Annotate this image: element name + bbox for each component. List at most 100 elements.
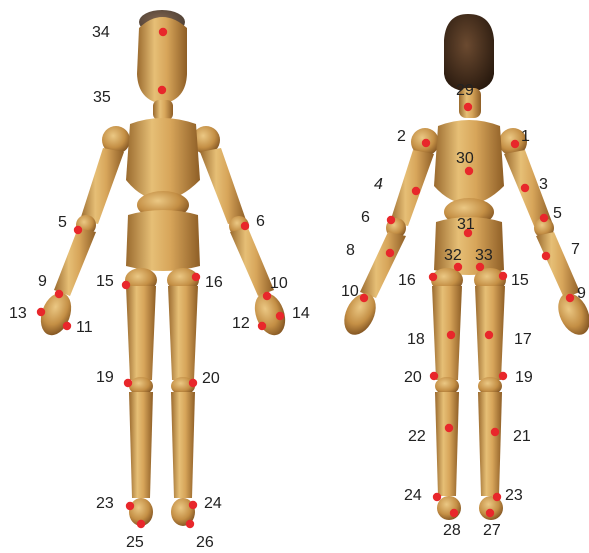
marker-label-16: 16: [205, 274, 223, 291]
marker-label-31: 31: [457, 216, 475, 233]
marker-dot-19: [499, 372, 507, 380]
marker-dot-6: [241, 222, 249, 230]
marker-dot-24: [433, 493, 441, 501]
marker-label-21: 21: [513, 428, 531, 445]
marker-label-27: 27: [483, 522, 501, 539]
front-chest: [126, 118, 200, 200]
marker-label-5: 5: [553, 205, 562, 222]
marker-dot-2: [422, 139, 430, 147]
marker-dot-9: [566, 294, 574, 302]
marker-dot-4: [412, 187, 420, 195]
marker-label-3: 3: [539, 176, 548, 193]
marker-label-5: 5: [58, 214, 67, 231]
marker-label-30: 30: [456, 150, 474, 167]
back-thigh-right: [432, 286, 462, 380]
marker-dot-26: [186, 520, 194, 528]
marker-dot-10: [360, 294, 368, 302]
front-thigh-left: [168, 286, 198, 380]
back-shin-left: [478, 392, 502, 496]
marker-dot-34: [159, 28, 167, 36]
marker-label-6: 6: [361, 209, 370, 226]
marker-label-35: 35: [93, 89, 111, 106]
marker-dot-28: [450, 509, 458, 517]
marker-dot-5: [74, 226, 82, 234]
marker-dot-15: [122, 281, 130, 289]
marker-label-33: 33: [475, 247, 493, 264]
marker-dot-32: [454, 263, 462, 271]
marker-dot-5: [540, 214, 548, 222]
marker-dot-33: [476, 263, 484, 271]
marker-label-22: 22: [408, 428, 426, 445]
marker-label-29: 29: [456, 82, 474, 99]
marker-label-19: 19: [515, 369, 533, 386]
marker-dot-17: [485, 331, 493, 339]
front-shin-right: [129, 392, 153, 498]
marker-dot-7: [542, 252, 550, 260]
front-pelvis: [126, 210, 200, 271]
marker-label-14: 14: [292, 305, 310, 322]
marker-label-26: 26: [196, 534, 214, 551]
back-hair: [444, 14, 494, 92]
marker-dot-35: [158, 86, 166, 94]
marker-dot-29: [464, 103, 472, 111]
marker-dot-23: [126, 502, 134, 510]
front-shin-left: [171, 392, 195, 498]
marker-dot-22: [445, 424, 453, 432]
marker-label-28: 28: [443, 522, 461, 539]
marker-dot-14: [276, 312, 284, 320]
marker-dot-11: [63, 322, 71, 330]
marker-dot-27: [486, 509, 494, 517]
marker-dot-8: [386, 249, 394, 257]
marker-dot-23: [493, 493, 501, 501]
marker-dot-20: [189, 379, 197, 387]
marker-label-32: 32: [444, 247, 462, 264]
marker-label-24: 24: [204, 495, 222, 512]
back-upper-arm-right: [390, 150, 434, 226]
marker-dot-16: [429, 273, 437, 281]
marker-dot-1: [511, 140, 519, 148]
marker-label-17: 17: [514, 331, 532, 348]
marker-label-15: 15: [96, 273, 114, 290]
marker-label-15: 15: [511, 272, 529, 289]
marker-dot-21: [491, 428, 499, 436]
marker-dot-25: [137, 520, 145, 528]
marker-dot-24: [189, 501, 197, 509]
front-neck: [153, 100, 173, 120]
marker-label-18: 18: [407, 331, 425, 348]
marker-label-7: 7: [571, 241, 580, 258]
marker-label-24: 24: [404, 487, 422, 504]
marker-label-19: 19: [96, 369, 114, 386]
marker-label-23: 23: [96, 495, 114, 512]
marker-dot-15: [499, 272, 507, 280]
marker-label-9: 9: [577, 285, 586, 302]
marker-label-2: 2: [397, 128, 406, 145]
back-shin-right: [435, 392, 459, 496]
front-forearm-left: [230, 228, 274, 296]
marker-label-34: 34: [92, 24, 110, 41]
marker-dot-16: [192, 273, 200, 281]
marker-dot-3: [521, 184, 529, 192]
marker-label-20: 20: [202, 370, 220, 387]
front-thigh-right: [126, 286, 156, 380]
front-forearm-right: [54, 228, 96, 296]
marker-dot-19: [124, 379, 132, 387]
marker-dot-9: [55, 290, 63, 298]
marker-label-9: 9: [38, 273, 47, 290]
marker-dot-20: [430, 372, 438, 380]
back-foot-right: [437, 496, 461, 520]
marker-label-11: 11: [76, 319, 93, 336]
marker-dot-18: [447, 331, 455, 339]
marker-label-1: 1: [521, 128, 530, 145]
marker-label-23: 23: [505, 487, 523, 504]
marker-label-13: 13: [9, 305, 27, 322]
front-upper-arm-left: [200, 148, 246, 224]
front-upper-arm-right: [80, 148, 124, 224]
marker-label-10: 10: [270, 275, 288, 292]
marker-label-10: 10: [341, 283, 359, 300]
marker-dot-13: [37, 308, 45, 316]
marker-label-25: 25: [126, 534, 144, 551]
marker-label-6: 6: [256, 213, 265, 230]
marker-label-20: 20: [404, 369, 422, 386]
